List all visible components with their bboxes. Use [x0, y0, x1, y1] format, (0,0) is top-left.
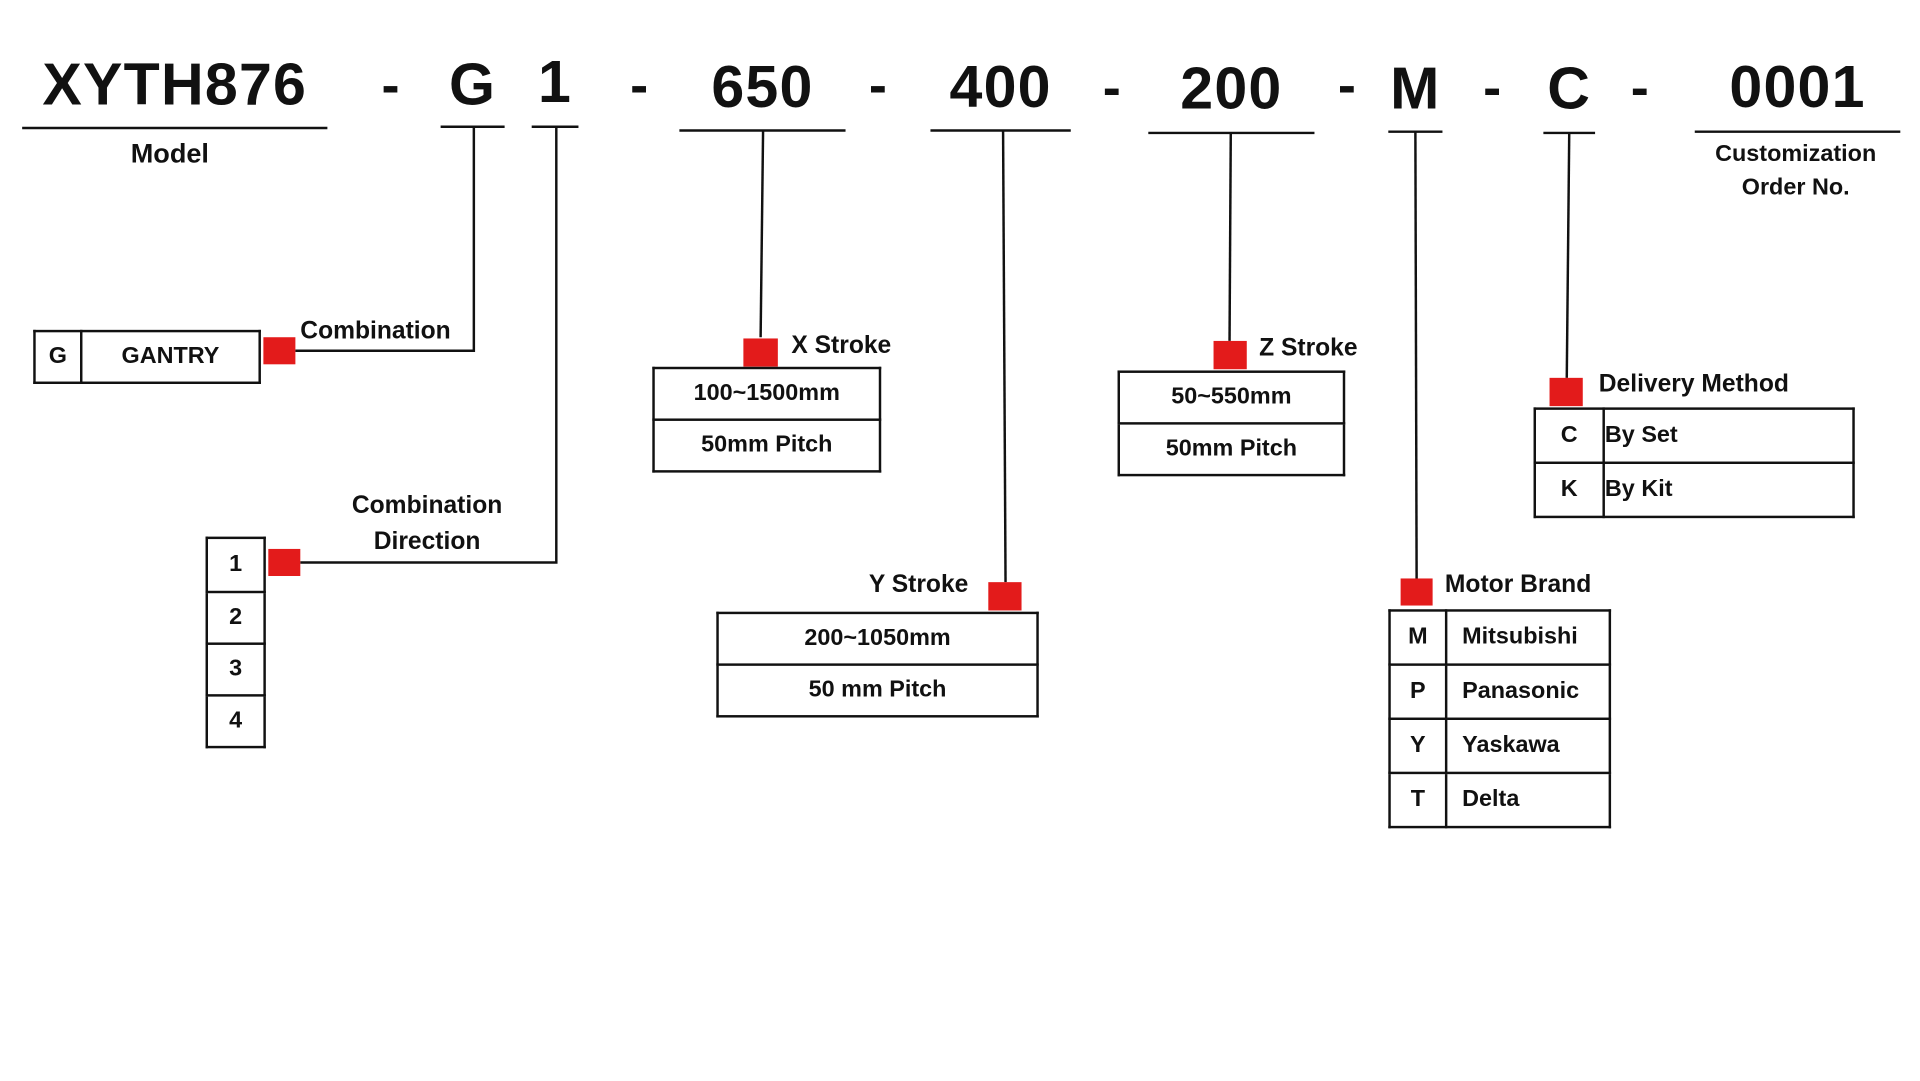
table-row: 50~550mm	[1117, 370, 1346, 425]
separator: -	[381, 55, 400, 116]
table-row: 4	[205, 694, 266, 749]
segment-z-stroke: 200	[1180, 56, 1283, 122]
motor-name: Panasonic	[1444, 663, 1612, 720]
x-stroke-range: 100~1500mm	[652, 366, 882, 421]
combination-name: GANTRY	[79, 329, 261, 384]
separator: -	[1102, 57, 1121, 119]
table-row: 50 mm Pitch	[716, 663, 1039, 718]
motor-name: Delta	[1444, 771, 1612, 829]
direction-option: 1	[205, 536, 266, 594]
x-stroke-marker	[743, 338, 778, 367]
segment-x-stroke: 650	[711, 55, 814, 121]
delivery-label: Delivery Method	[1598, 370, 1789, 398]
z-stroke-pitch: 50mm Pitch	[1117, 422, 1346, 477]
separator: -	[1630, 57, 1649, 119]
separator: -	[868, 55, 887, 116]
order-label-line1: Customization	[1715, 141, 1877, 168]
direction-label-line2: Direction	[373, 527, 481, 556]
separator: -	[1483, 57, 1502, 119]
z-stroke-label: Z Stroke	[1259, 334, 1358, 362]
model-label: Model	[130, 137, 209, 169]
motor-name: Yaskawa	[1444, 717, 1612, 775]
y-stroke-pitch: 50 mm Pitch	[716, 663, 1039, 718]
combination-table: G GANTRY	[33, 329, 261, 384]
table-row: G GANTRY	[33, 329, 261, 384]
direction-marker	[268, 548, 301, 576]
motor-label: Motor Brand	[1444, 571, 1592, 599]
table-row: 50mm Pitch	[652, 418, 882, 473]
segment-order-no: 0001	[1729, 55, 1866, 121]
direction-option: 3	[205, 642, 266, 697]
z-stroke-range: 50~550mm	[1117, 370, 1346, 425]
motor-marker	[1400, 578, 1433, 606]
separator: -	[630, 55, 649, 116]
z-stroke-marker	[1213, 340, 1247, 370]
x-stroke-label: X Stroke	[791, 332, 892, 360]
direction-label-line1: Combination	[351, 492, 503, 520]
direction-option: 2	[205, 590, 266, 645]
y-stroke-label: Y Stroke	[868, 571, 969, 599]
x-stroke-table: 100~1500mm 50mm Pitch	[652, 366, 882, 473]
order-label-line2: Order No.	[1741, 174, 1850, 201]
z-stroke-table: 50~550mm 50mm Pitch	[1117, 370, 1346, 477]
motor-code: Y	[1388, 717, 1448, 775]
direction-option: 4	[205, 694, 266, 749]
table-row: 1	[205, 536, 266, 594]
y-stroke-marker	[988, 582, 1022, 611]
motor-code: M	[1388, 609, 1448, 666]
delivery-code: C	[1533, 407, 1605, 464]
delivery-marker	[1549, 377, 1583, 407]
table-row: 3	[205, 642, 266, 697]
y-stroke-table: 200~1050mm 50 mm Pitch	[716, 611, 1039, 718]
segment-direction: 1	[538, 50, 573, 116]
combination-marker	[263, 337, 296, 365]
x-stroke-pitch: 50mm Pitch	[652, 418, 882, 473]
table-row: 50mm Pitch	[1117, 422, 1346, 477]
separator: -	[1337, 55, 1356, 116]
direction-table: 1 2 3 4	[205, 536, 266, 749]
y-stroke-range: 200~1050mm	[716, 611, 1039, 666]
segment-y-stroke: 400	[949, 55, 1052, 121]
delivery-name: By Set	[1602, 407, 1855, 464]
segment-combination: G	[449, 52, 497, 119]
motor-code: P	[1388, 663, 1448, 720]
segment-motor: M	[1390, 56, 1441, 122]
combination-code: G	[33, 329, 83, 384]
combination-label: Combination	[300, 317, 451, 345]
motor-name: Mitsubishi	[1444, 609, 1612, 666]
delivery-code: K	[1533, 461, 1605, 519]
table-row: 200~1050mm	[716, 611, 1039, 666]
motor-code: T	[1388, 771, 1448, 829]
segment-delivery: C	[1547, 56, 1592, 122]
table-row: 2	[205, 590, 266, 645]
model-code: XYTH876	[42, 52, 308, 119]
table-row: 100~1500mm	[652, 366, 882, 421]
delivery-name: By Kit	[1602, 461, 1855, 519]
